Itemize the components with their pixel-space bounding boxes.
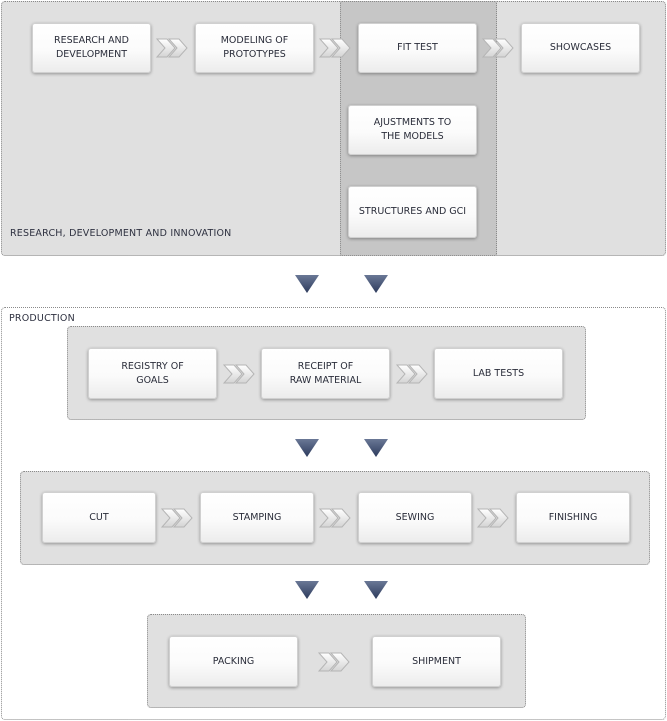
flow-chevron-icon <box>222 362 258 386</box>
step-fit-test: FIT TEST <box>358 23 477 73</box>
step-registry-of-goals: REGISTRY OF GOALS <box>88 348 217 399</box>
step-label: STAMPING <box>232 511 282 523</box>
step-stamping: STAMPING <box>200 492 314 543</box>
step-structures-and-gci: STRUCTURES AND GCI <box>348 186 477 238</box>
step-label: SEWING <box>395 511 435 523</box>
down-arrow-icon <box>363 438 389 458</box>
step-label: CUT <box>89 511 109 523</box>
step-label: FINISHING <box>548 511 598 523</box>
step-label: PACKING <box>212 655 255 667</box>
flow-chevron-icon <box>318 36 354 60</box>
flow-chevron-icon <box>318 506 354 530</box>
step-finishing: FINISHING <box>516 492 630 543</box>
rdi-panel-label: RESEARCH, DEVELOPMENT AND INNOVATION <box>10 228 232 239</box>
production-panel-label: PRODUCTION <box>9 313 75 324</box>
step-label: STRUCTURES AND GCI <box>358 206 467 217</box>
flow-chevron-icon <box>155 36 191 60</box>
step-shipment: SHIPMENT <box>372 636 501 687</box>
step-label: RESEARCH AND DEVELOPMENT <box>54 35 129 60</box>
step-research-and-development: RESEARCH AND DEVELOPMENT <box>32 23 151 73</box>
step-showcases: SHOWCASES <box>521 23 640 73</box>
step-label: AJUSTMENTS TO THE MODELS <box>373 117 452 142</box>
step-label: MODELING OF PROTOTYPES <box>220 35 289 60</box>
flow-chevron-icon <box>317 650 353 674</box>
step-label: SHOWCASES <box>549 42 612 53</box>
step-label: FIT TEST <box>397 42 438 53</box>
step-label: REGISTRY OF GOALS <box>121 360 184 386</box>
step-label: SHIPMENT <box>412 655 461 667</box>
flow-chevron-icon <box>160 506 196 530</box>
step-label: RECEIPT OF RAW MATERIAL <box>289 360 362 386</box>
step-receipt-of-raw-material: RECEIPT OF RAW MATERIAL <box>261 348 390 399</box>
down-arrow-icon <box>363 580 389 600</box>
step-cut: CUT <box>42 492 156 543</box>
step-packing: PACKING <box>169 636 298 687</box>
down-arrow-icon <box>294 274 320 294</box>
step-modeling-of-prototypes: MODELING OF PROTOTYPES <box>195 23 314 73</box>
step-label: LAB TESTS <box>472 367 525 379</box>
step-adjustments-to-the-models: AJUSTMENTS TO THE MODELS <box>348 105 477 155</box>
step-lab-tests: LAB TESTS <box>434 348 563 399</box>
flow-chevron-icon <box>476 506 512 530</box>
flow-chevron-icon <box>481 36 517 60</box>
down-arrow-icon <box>363 274 389 294</box>
down-arrow-icon <box>294 438 320 458</box>
flow-chevron-icon <box>395 362 431 386</box>
down-arrow-icon <box>294 580 320 600</box>
step-sewing: SEWING <box>358 492 472 543</box>
